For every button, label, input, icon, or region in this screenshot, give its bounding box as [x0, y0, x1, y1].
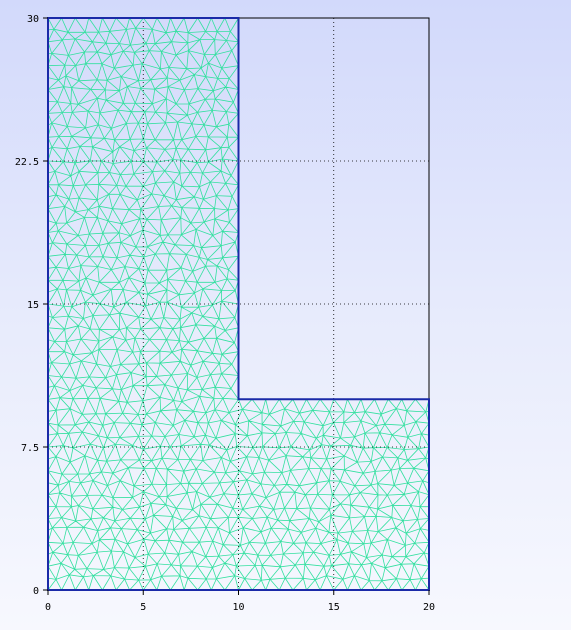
- y-tick-label: 30: [27, 14, 39, 25]
- domain-outline: [47, 17, 430, 591]
- x-tick-label: 20: [423, 602, 435, 613]
- y-axis: 0 7.5 15 22.5 30: [15, 14, 48, 597]
- y-tick-label: 7.5: [21, 443, 39, 454]
- y-tick-label: 0: [33, 586, 39, 597]
- x-axis: 0 5 10 15 20: [45, 590, 435, 613]
- x-tick-label: 10: [232, 602, 244, 613]
- y-tick-label: 22.5: [15, 157, 39, 168]
- x-tick-label: 5: [140, 602, 146, 613]
- y-tick-label: 15: [27, 300, 39, 311]
- domain-boundary: [47, 17, 430, 591]
- grid-lines: [48, 18, 429, 590]
- x-tick-label: 0: [45, 602, 51, 613]
- x-tick-label: 15: [328, 602, 340, 613]
